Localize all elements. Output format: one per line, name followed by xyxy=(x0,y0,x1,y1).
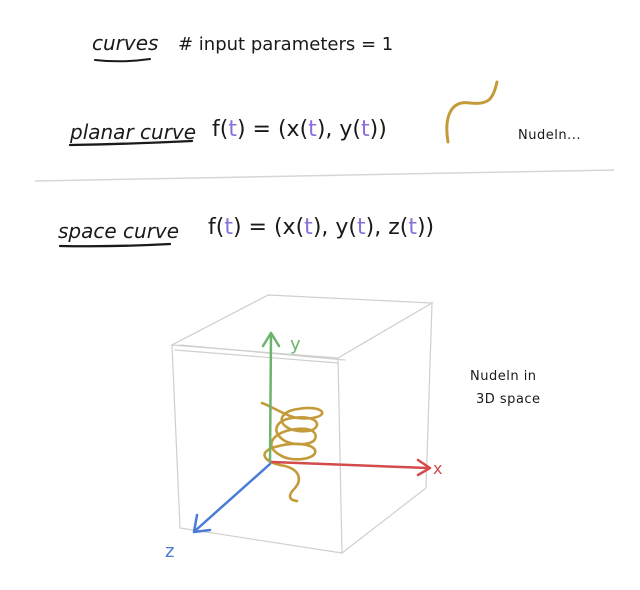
planar-param-2: t xyxy=(308,117,317,142)
planar-formula: f(t) = (x(t), y(t)) xyxy=(212,117,387,142)
axis-z-label: z xyxy=(165,541,174,562)
section-divider xyxy=(34,169,615,182)
planar-noodle-curve xyxy=(445,80,499,144)
space-param-1: t xyxy=(224,215,233,240)
bounding-box xyxy=(169,294,435,554)
axis-x xyxy=(270,458,432,477)
curves-underline xyxy=(94,58,151,63)
box-sketch-extra xyxy=(174,344,346,364)
planar-curve-underline xyxy=(68,139,194,147)
space-end: )) xyxy=(417,215,434,240)
space-param-2: t xyxy=(304,215,313,240)
box-right-face xyxy=(341,302,433,554)
space-note-line1: Nudeln in xyxy=(470,369,537,384)
planar-mid2: ), y( xyxy=(317,117,361,142)
axis-y-label: y xyxy=(290,334,301,355)
planar-curve-label: planar curve xyxy=(69,120,196,144)
input-parameters-note: # input parameters = 1 xyxy=(178,34,393,55)
axis-y xyxy=(261,331,281,464)
planar-f-prefix: f( xyxy=(212,117,228,142)
box-front-face xyxy=(171,344,343,554)
space-param-3: t xyxy=(357,215,366,240)
space-param-4: t xyxy=(408,215,417,240)
axis-x-label: x xyxy=(433,459,442,478)
planar-end: )) xyxy=(370,117,387,142)
space-f-prefix: f( xyxy=(208,215,224,240)
curves-heading: curves xyxy=(92,31,158,55)
planar-mid: ) = (x( xyxy=(237,117,308,142)
axis-z xyxy=(192,462,272,534)
axis-y-arrowhead xyxy=(261,331,281,348)
planar-nudeln-note: Nudeln... xyxy=(518,128,581,143)
axis-x-arrowhead xyxy=(416,458,432,477)
planar-param-3: t xyxy=(361,117,370,142)
planar-param-1: t xyxy=(228,117,237,142)
axis-z-arrowhead xyxy=(192,513,212,534)
space-mid2: ), y( xyxy=(313,215,357,240)
space-noodle-spiral xyxy=(260,401,324,503)
space-curve-underline xyxy=(58,242,172,248)
space-curve-label: space curve xyxy=(58,219,179,243)
space-mid3: ), z( xyxy=(366,215,409,240)
space-formula: f(t) = (x(t), y(t), z(t)) xyxy=(208,215,434,240)
space-note-line2: 3D space xyxy=(476,392,541,407)
box-top-face xyxy=(169,294,435,359)
space-mid: ) = (x( xyxy=(233,215,304,240)
